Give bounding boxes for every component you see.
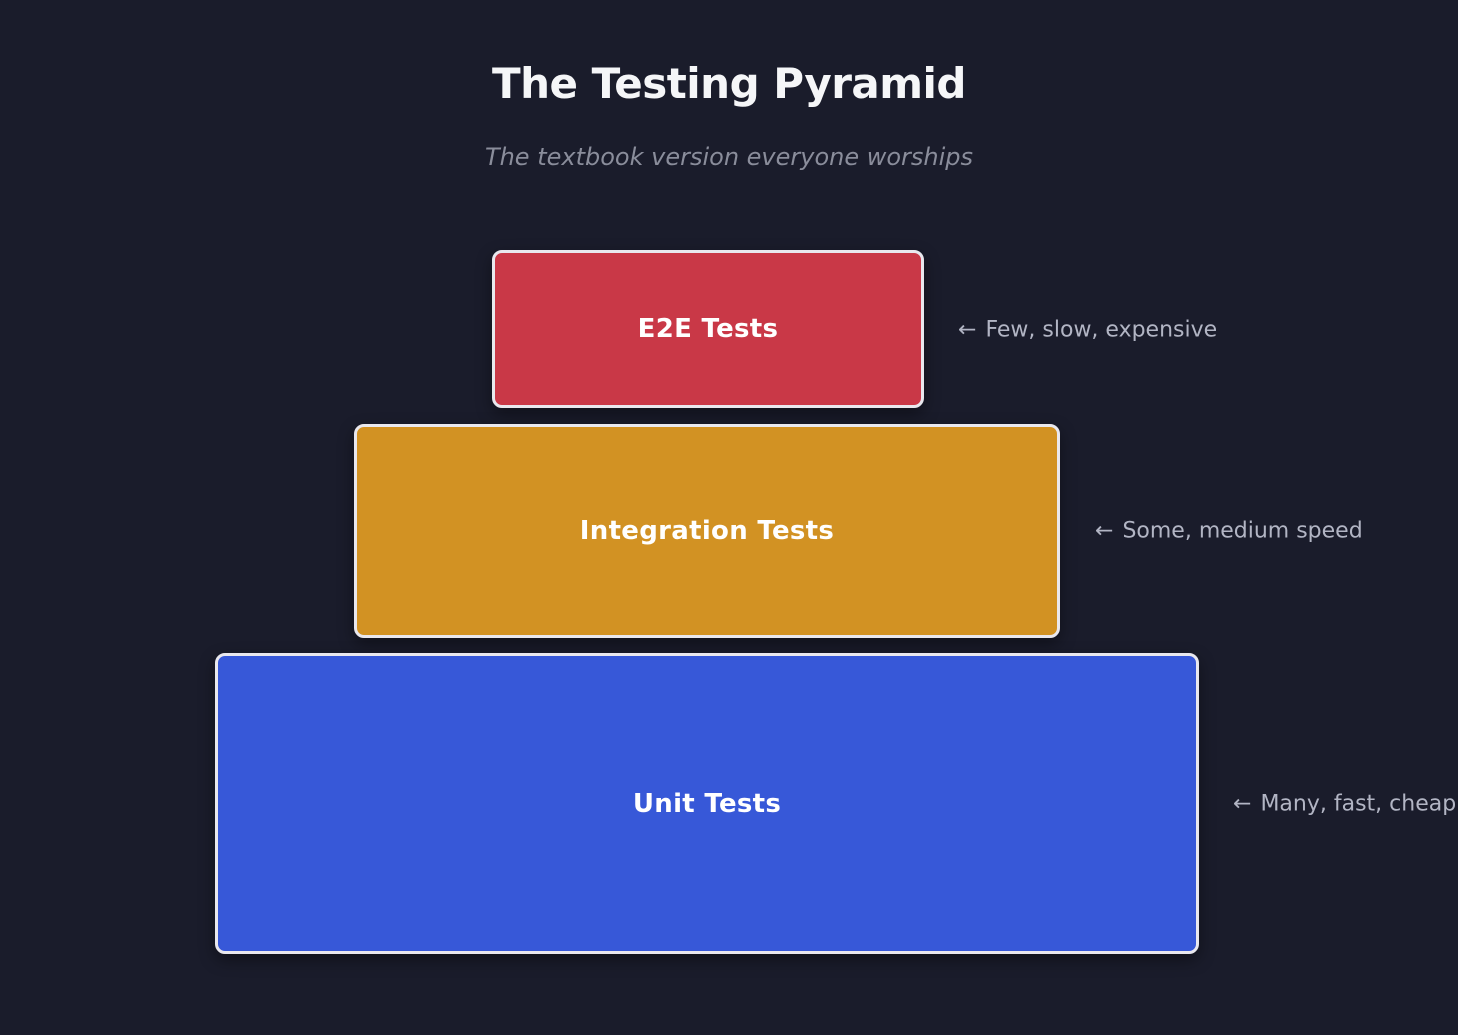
e2e-annotation: ← Few, slow, expensive [958,318,1217,343]
e2e-tests-box: E2E Tests [492,250,924,408]
unit-annotation: ← Many, fast, cheap [1233,792,1456,817]
integration-annotation-text: Some, medium speed [1122,518,1363,544]
unit-tests-label: Unit Tests [632,788,782,819]
unit-tests-box: Unit Tests [215,653,1199,954]
page-title: The Testing Pyramid [492,59,967,108]
left-arrow-icon: ← [1095,518,1114,544]
integration-tests-box: Integration Tests [354,424,1060,638]
e2e-tests-label: E2E Tests [637,314,779,344]
page-subtitle: The textbook version everyone worships [484,143,974,171]
e2e-annotation-text: Few, slow, expensive [985,317,1218,343]
left-arrow-icon: ← [1233,791,1252,817]
unit-annotation-text: Many, fast, cheap [1260,791,1457,817]
integration-tests-label: Integration Tests [579,516,835,546]
left-arrow-icon: ← [958,317,977,343]
integration-annotation: ← Some, medium speed [1095,519,1363,544]
